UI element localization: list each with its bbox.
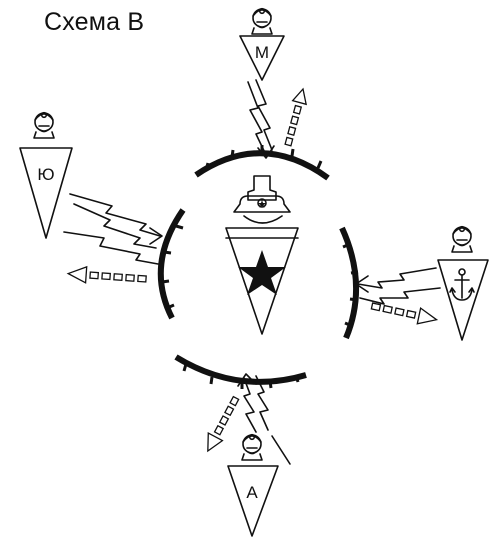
unit-east <box>356 227 488 340</box>
unit-west: Ю <box>20 113 162 287</box>
helmet-head-icon <box>34 113 54 138</box>
helmet-head-icon <box>242 435 262 460</box>
unit-north: М <box>240 9 310 158</box>
helmet-head-icon <box>252 9 272 34</box>
unit-letter-south: А <box>246 483 258 502</box>
helmet-head-icon <box>452 227 472 252</box>
tower-icon <box>234 176 290 223</box>
unit-south: А <box>201 374 290 536</box>
central-emblem <box>226 176 298 334</box>
star-icon <box>238 250 286 295</box>
unit-letter-west: Ю <box>37 165 54 184</box>
anchor-icon <box>450 269 474 300</box>
unit-letter-north: М <box>255 43 269 62</box>
